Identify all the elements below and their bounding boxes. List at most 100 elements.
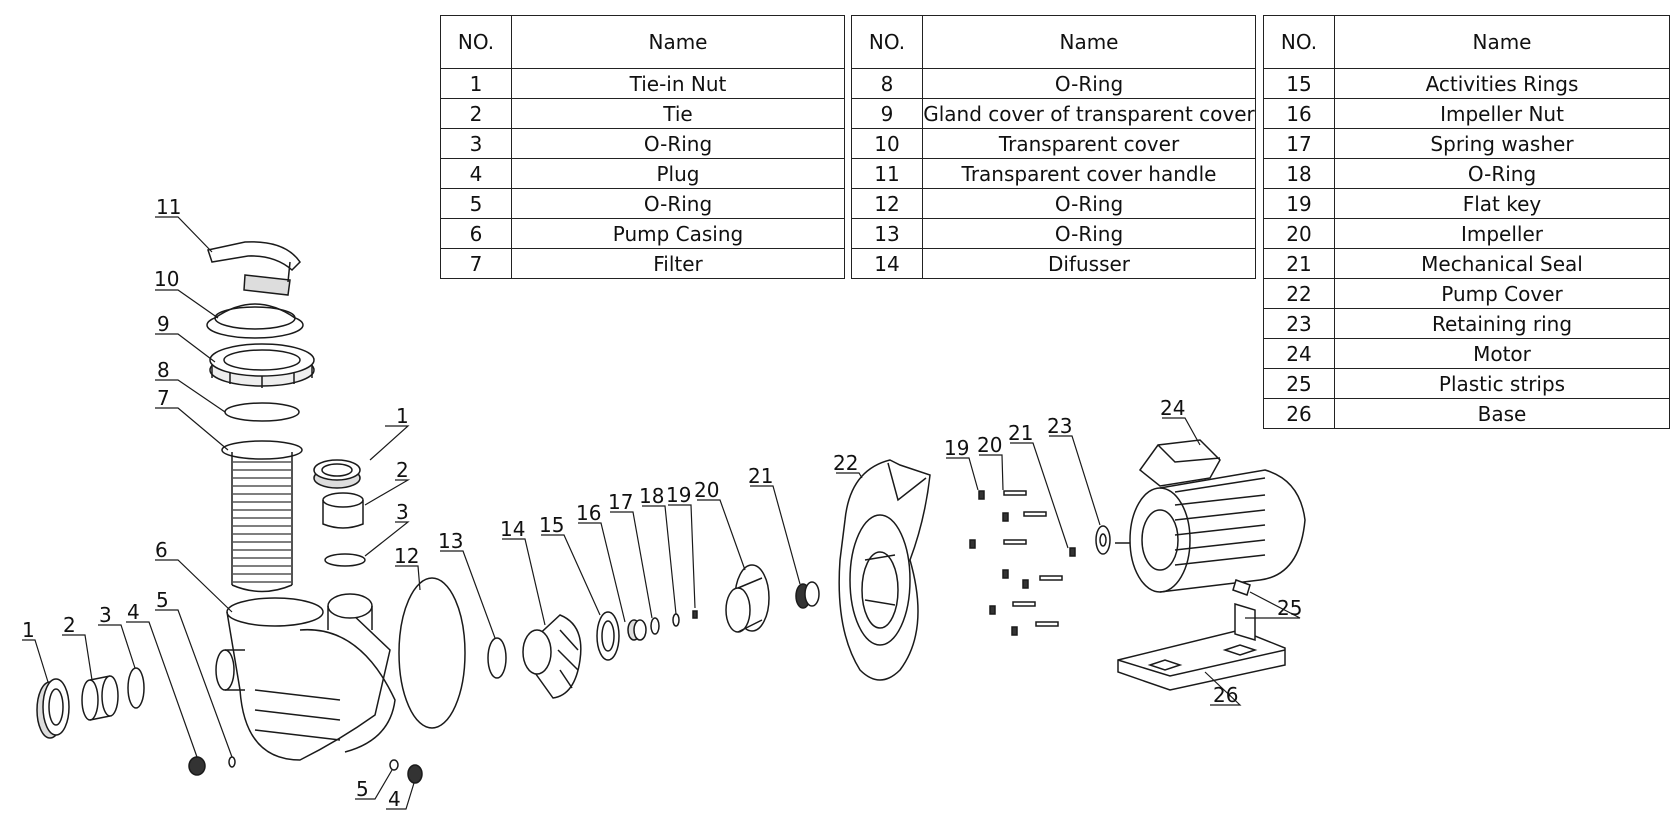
callout-4-bottom: 4 — [388, 787, 401, 811]
callout-25: 25 — [1277, 596, 1302, 620]
callout-labels: 11 10 9 8 7 1 2 3 6 12 13 14 15 16 17 18… — [22, 195, 1302, 811]
callout-19-left: 19 — [666, 483, 691, 507]
callout-3-upper: 3 — [396, 500, 409, 524]
callout-11: 11 — [156, 195, 181, 219]
cell-no: 9 — [851, 98, 923, 129]
part-mechanical-seal — [795, 581, 820, 609]
part-tie-in-nut-upper — [313, 459, 361, 489]
cell-no: 26 — [1263, 398, 1335, 429]
part-impeller — [725, 564, 770, 633]
part-tie-lower — [81, 675, 119, 721]
cell-name: Spring washer — [1334, 128, 1670, 159]
part-filter — [221, 440, 303, 593]
callout-23: 23 — [1047, 414, 1072, 438]
callout-3-lower: 3 — [99, 603, 112, 627]
callout-8: 8 — [157, 358, 170, 382]
part-pump-casing — [215, 593, 396, 761]
part-pump-cover — [838, 459, 931, 681]
cell-name: Plug — [511, 158, 845, 189]
part-activities-ring — [596, 611, 620, 661]
callout-10: 10 — [154, 267, 179, 291]
cell-name: Motor — [1334, 338, 1670, 369]
part-transparent-cover — [206, 303, 304, 339]
cell-no: 25 — [1263, 368, 1335, 399]
callout-12: 12 — [394, 544, 419, 568]
cell-name: Pump Cover — [1334, 278, 1670, 309]
cell-no: 5 — [440, 188, 512, 219]
part-o-ring-12 — [398, 577, 466, 729]
part-transparent-cover-handle — [207, 241, 301, 296]
part-plug-left — [188, 756, 206, 776]
callout-7: 7 — [157, 386, 170, 410]
callout-18: 18 — [639, 484, 664, 508]
cell-name: Filter — [511, 248, 845, 279]
cell-no: 6 — [440, 218, 512, 249]
callout-6: 6 — [155, 538, 168, 562]
cell-name: Base — [1334, 398, 1670, 429]
callout-2-lower: 2 — [63, 613, 76, 637]
part-o-ring-3-lower — [127, 667, 145, 709]
cell-name: O-Ring — [511, 188, 845, 219]
callout-21-right: 21 — [1008, 421, 1033, 445]
table-header-row: NO. Name — [1263, 15, 1670, 69]
cell-name: Transparent cover handle — [922, 158, 1256, 189]
cell-name: O-Ring — [922, 218, 1256, 249]
callout-2-upper: 2 — [396, 458, 409, 482]
callout-22: 22 — [833, 451, 858, 475]
part-impeller-nut — [627, 619, 647, 641]
cell-no: 19 — [1263, 188, 1335, 219]
callout-26: 26 — [1213, 683, 1238, 707]
callout-5-left: 5 — [156, 588, 169, 612]
cell-name: Difusser — [922, 248, 1256, 279]
callout-leaders — [22, 216, 1301, 810]
part-gland-cover — [209, 343, 315, 388]
cell-no: 24 — [1263, 338, 1335, 369]
cell-name: O-Ring — [922, 188, 1256, 219]
cell-no: 14 — [851, 248, 923, 279]
callout-21-left: 21 — [748, 464, 773, 488]
cell-name: Gland cover of transparent cover — [922, 98, 1256, 129]
callout-15: 15 — [539, 513, 564, 537]
part-tie-upper — [322, 492, 364, 529]
callout-19-right: 19 — [944, 436, 969, 460]
cell-no: 23 — [1263, 308, 1335, 339]
cell-name: Transparent cover — [922, 128, 1256, 159]
cell-name: Pump Casing — [511, 218, 845, 249]
part-o-ring-13 — [487, 637, 507, 679]
column-header-no: NO. — [851, 15, 923, 69]
cell-name: Activities Rings — [1334, 68, 1670, 99]
callout-1-upper: 1 — [396, 404, 409, 428]
callout-5-bottom: 5 — [356, 777, 369, 801]
cell-no: 4 — [440, 158, 512, 189]
cell-name: O-Ring — [922, 68, 1256, 99]
cell-no: 2 — [440, 98, 512, 129]
part-plug-bottom — [407, 764, 423, 784]
cell-no: 13 — [851, 218, 923, 249]
part-motor — [1115, 439, 1306, 593]
part-o-ring-8 — [224, 402, 300, 422]
callout-17: 17 — [608, 490, 633, 514]
callout-16: 16 — [576, 501, 601, 525]
callout-1-lower: 1 — [22, 618, 35, 642]
column-header-name: Name — [1334, 15, 1670, 69]
cell-no: 10 — [851, 128, 923, 159]
cell-name: Retaining ring — [1334, 308, 1670, 339]
part-spring-washer — [650, 617, 660, 635]
cell-no: 17 — [1263, 128, 1335, 159]
